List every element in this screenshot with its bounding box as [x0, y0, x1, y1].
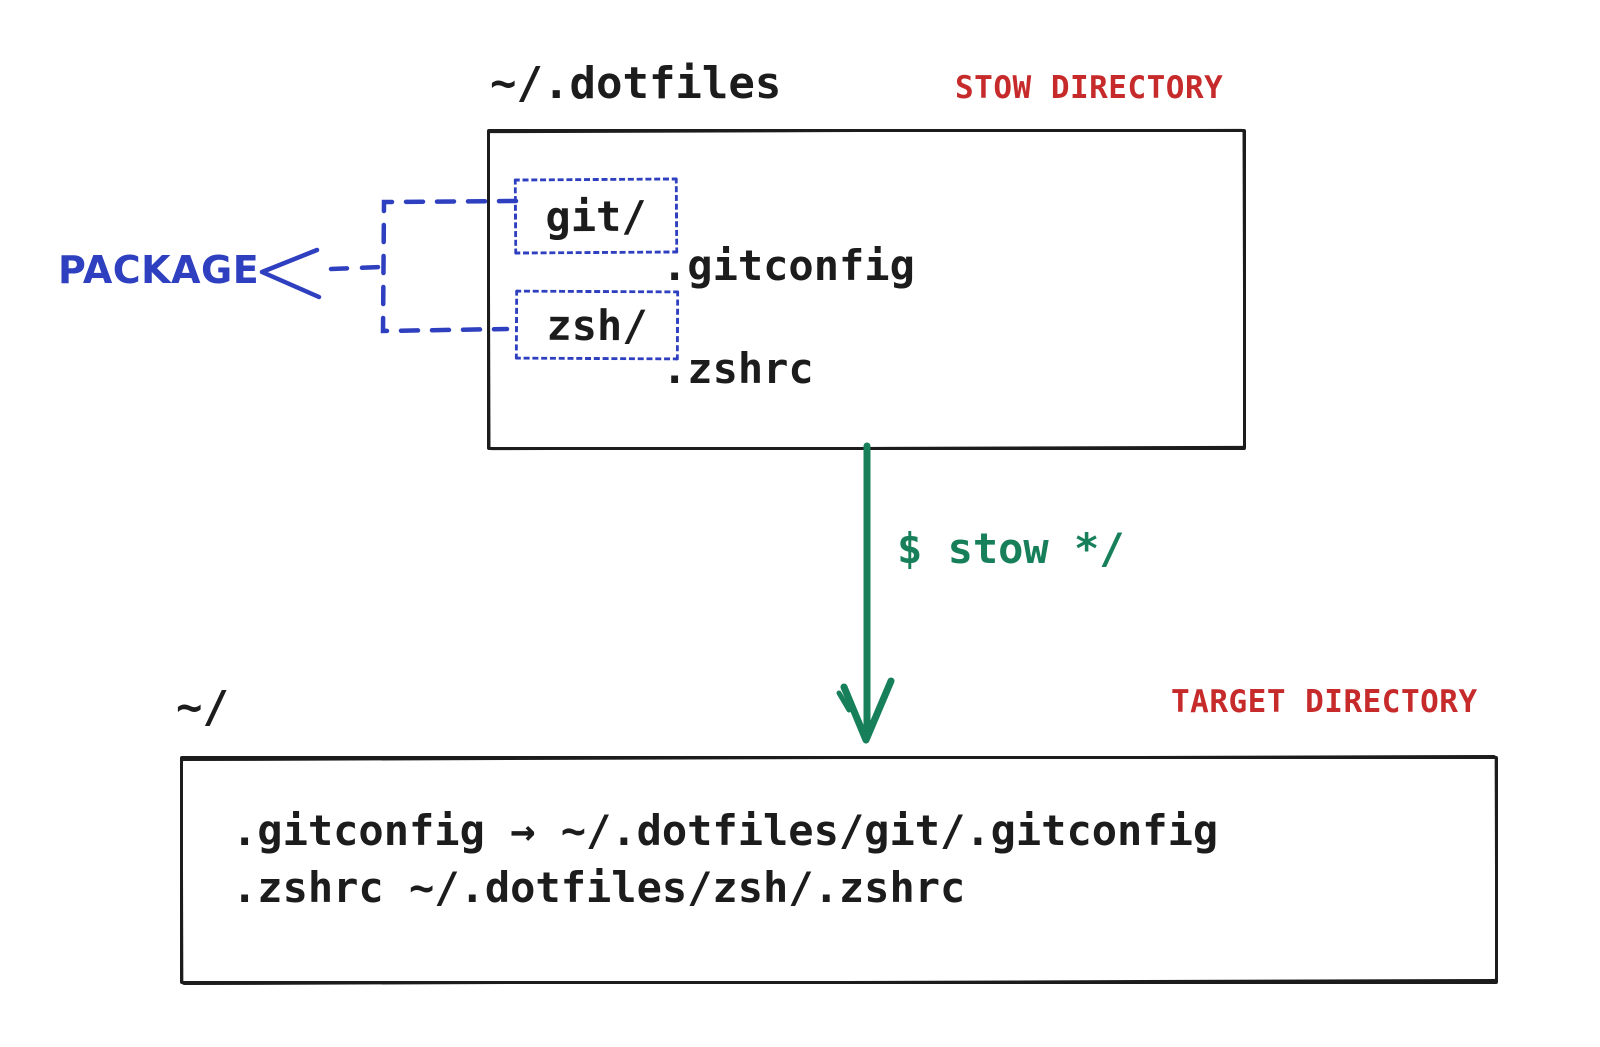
package-file-label-gitconfig: .gitconfig: [662, 241, 915, 290]
package-dir-label-git: git/: [545, 191, 647, 241]
stow-arrow-icon: [836, 442, 895, 744]
stow-command: $ stow */: [897, 524, 1125, 573]
package-pointer-icon: [259, 198, 519, 334]
target-path-label: ~/: [176, 682, 229, 733]
package-label: PACKAGE: [58, 248, 260, 292]
package-box-git: git/: [513, 177, 679, 255]
stow-path-label: ~/.dotfiles: [490, 58, 782, 109]
symlink-list: .gitconfig → ~/.dotfiles/git/.gitconfig …: [232, 802, 1218, 916]
target-role-label: TARGET DIRECTORY: [1171, 684, 1478, 720]
symlink-entry-zshrc: .zshrc ~/.dotfiles/zsh/.zshrc: [232, 863, 966, 912]
symlink-entry-gitconfig: .gitconfig → ~/.dotfiles/git/.gitconfig: [232, 806, 1219, 855]
target-directory-box: [180, 756, 1498, 984]
package-file-label-zshrc: .zshrc: [662, 344, 814, 393]
package-box-zsh: zsh/: [514, 289, 680, 361]
package-dir-label-zsh: zsh/: [546, 300, 648, 350]
stow-role-label: STOW DIRECTORY: [955, 70, 1224, 106]
